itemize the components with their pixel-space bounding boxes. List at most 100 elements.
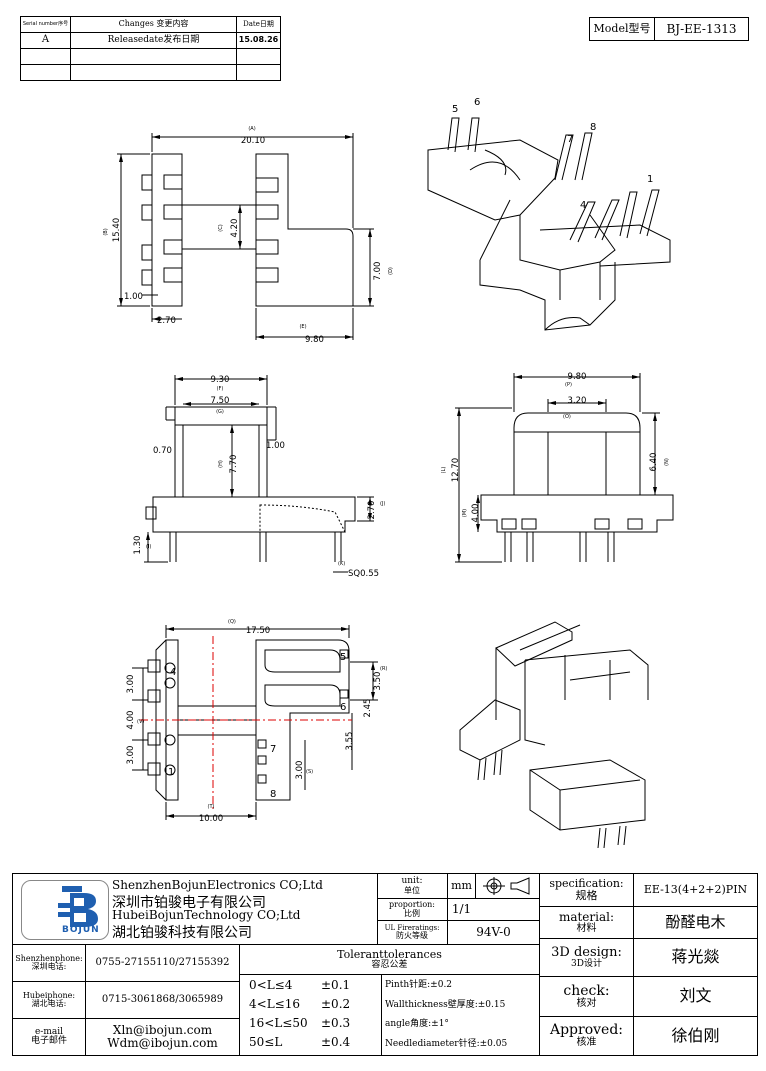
- dim-l-label: (L): [441, 467, 447, 474]
- changes-header: Changes 变更内容: [118, 19, 189, 29]
- check-label: check:: [563, 982, 610, 999]
- hubei-phone: 0715-3061868/3065989: [101, 993, 224, 1005]
- approved-value: 徐伯刚: [671, 1025, 720, 1045]
- dim-pin-pitch-bottom: 3.00: [126, 746, 136, 765]
- fire-value: 94V-0: [476, 925, 511, 940]
- dim-pin-span-mid: 4.00: [126, 711, 136, 730]
- dim-n-value: 6.40: [649, 453, 659, 472]
- company-cn-2: 湖北铂骏科技有限公司: [112, 925, 252, 941]
- pin-label-4: 4: [580, 200, 586, 211]
- dim-p-label: (P): [565, 382, 572, 388]
- dim-q-label: (Q): [228, 619, 236, 625]
- projection-symbol: [477, 876, 537, 896]
- email-label: e-mail: [34, 1026, 64, 1037]
- material-label: material:: [558, 909, 615, 924]
- drawing-area: (A) 20.10 15.40 (B) 4.20 (C) 7.00 (D) (E…: [103, 97, 674, 849]
- title-block: BOJUN ShenzhenBojunElectronics CO;Ltd 深圳…: [12, 873, 758, 1056]
- email-2: Wdm@ibojun.com: [107, 1036, 218, 1050]
- logo-text: BOJUN: [62, 925, 100, 935]
- unit-label-cn: 单位: [404, 885, 420, 895]
- bottom-pin-7: 7: [270, 744, 276, 755]
- company-en-1: ShenzhenBojunElectronics CO;Ltd: [112, 878, 323, 892]
- dim-h-value: 7.70: [229, 455, 239, 474]
- shenzhen-label: Shenzhenphone:: [15, 953, 83, 963]
- dim-m-label: (M): [462, 509, 468, 517]
- design-label: 3D design:: [551, 944, 622, 960]
- approved-label: Approved:: [549, 1022, 624, 1039]
- dim-c-value: 4.20: [230, 219, 240, 238]
- pin-label-8: 8: [590, 122, 596, 133]
- dim-355: 3.55: [345, 732, 355, 751]
- dim-s-label: (S): [306, 769, 313, 775]
- tol-value-4: ±0.4: [321, 1035, 351, 1049]
- company-en-2: HubeiBojunTechnology CO;Ltd: [112, 908, 301, 922]
- dim-i-label: (I): [146, 544, 151, 550]
- dim-flange-left: 0.70: [153, 446, 172, 456]
- dim-j-value: 2.70: [367, 501, 377, 520]
- dim-e-value: 9.80: [305, 335, 324, 345]
- dim-l-value: 12.70: [451, 458, 461, 482]
- fire-label: UL Fireratings:: [384, 923, 440, 932]
- tolerance-notes: Pinth针距:±0.2 Wallthickness壁厚度:±0.15 angl…: [385, 976, 539, 1054]
- pin-label-5: 5: [452, 104, 458, 115]
- tol-note-3: angle角度:±1°: [385, 1019, 449, 1029]
- revision-table: Serial number序号 Changes 变更内容 Date日期 A Re…: [20, 16, 281, 81]
- email-label-cn: 电子邮件: [30, 1036, 67, 1046]
- pin-label-7: 7: [567, 134, 573, 145]
- bottom-pin-4: 4: [170, 667, 176, 678]
- tol-note-2: Wallthickness壁厚度:±0.15: [385, 999, 506, 1010]
- bottom-pin-6: 6: [340, 702, 346, 713]
- company-cn-1: 深圳市铂骏电子有限公司: [112, 895, 266, 911]
- tol-note-1: Pinth针距:±0.2: [385, 980, 453, 990]
- dim-b-label: (B): [103, 228, 109, 235]
- dim-r-label: (R): [380, 666, 387, 672]
- dim-f-label: (F): [217, 386, 224, 392]
- serial-value: A: [41, 34, 50, 46]
- unit-value: mm: [451, 879, 472, 893]
- dim-k-label: (K): [338, 561, 345, 567]
- tol-range-4: 50≤L: [249, 1035, 283, 1049]
- dim-b-value: 15.40: [112, 218, 122, 242]
- tol-value-2: ±0.2: [321, 997, 351, 1011]
- dim-f-value: 9.30: [211, 375, 230, 385]
- proportion-label-cn: 比例: [404, 908, 420, 918]
- dim-r-value: 3.50: [373, 672, 383, 691]
- dim-p-value: 9.80: [568, 372, 587, 382]
- isometric-view-top: [427, 117, 671, 331]
- bottom-pin-8: 8: [270, 789, 276, 800]
- dim-o-value: 3.20: [568, 396, 587, 406]
- date-value: 15.08.26: [238, 35, 279, 45]
- tolerance-title: Toleranttolerances: [337, 948, 442, 961]
- dim-flange-right: 1.00: [266, 441, 285, 451]
- dim-245: 2.45: [363, 699, 373, 718]
- tol-note-4: Needlediameter针径:±0.05: [385, 1038, 508, 1049]
- dim-c-label: (C): [218, 224, 224, 231]
- fire-label-cn: 防火等级: [396, 930, 428, 940]
- approved-label-cn: 核准: [576, 1037, 597, 1049]
- spec-label: specification:: [549, 877, 624, 891]
- email-1: Xln@ibojun.com: [112, 1023, 213, 1038]
- changes-value: Releasedate发布日期: [107, 34, 200, 45]
- tol-range-2: 4<L≤16: [249, 997, 300, 1011]
- tol-range-1: 0<L≤4: [249, 978, 293, 992]
- unit-label: unit:: [401, 876, 423, 887]
- dim-left-offset: 2.70: [157, 316, 176, 326]
- dim-n-label: (N): [664, 458, 670, 466]
- dim-k-value: SQ0.55: [348, 569, 379, 579]
- tol-value-3: ±0.3: [321, 1016, 351, 1030]
- bottom-pin-5: 5: [340, 652, 346, 663]
- tol-value-1: ±0.1: [321, 978, 351, 992]
- dim-g-label: (G): [216, 409, 224, 415]
- dim-d-value: 7.00: [373, 262, 383, 281]
- dim-h-label: (H): [218, 460, 224, 468]
- model-value: BJ-EE-1313: [666, 21, 737, 36]
- proportion-value: 1/1: [451, 902, 472, 917]
- tol-range-3: 16<L≤50: [249, 1016, 308, 1030]
- design-label-cn: 3D设计: [571, 958, 602, 969]
- dim-j-label: (J): [380, 501, 385, 507]
- dim-m-value: 4.00: [471, 504, 481, 523]
- bottom-pin-1: 1: [168, 767, 174, 778]
- hubei-label-cn: 湖北电话:: [31, 999, 67, 1008]
- pin-label-6: 6: [474, 97, 480, 108]
- serial-header: Serial number序号: [22, 20, 69, 27]
